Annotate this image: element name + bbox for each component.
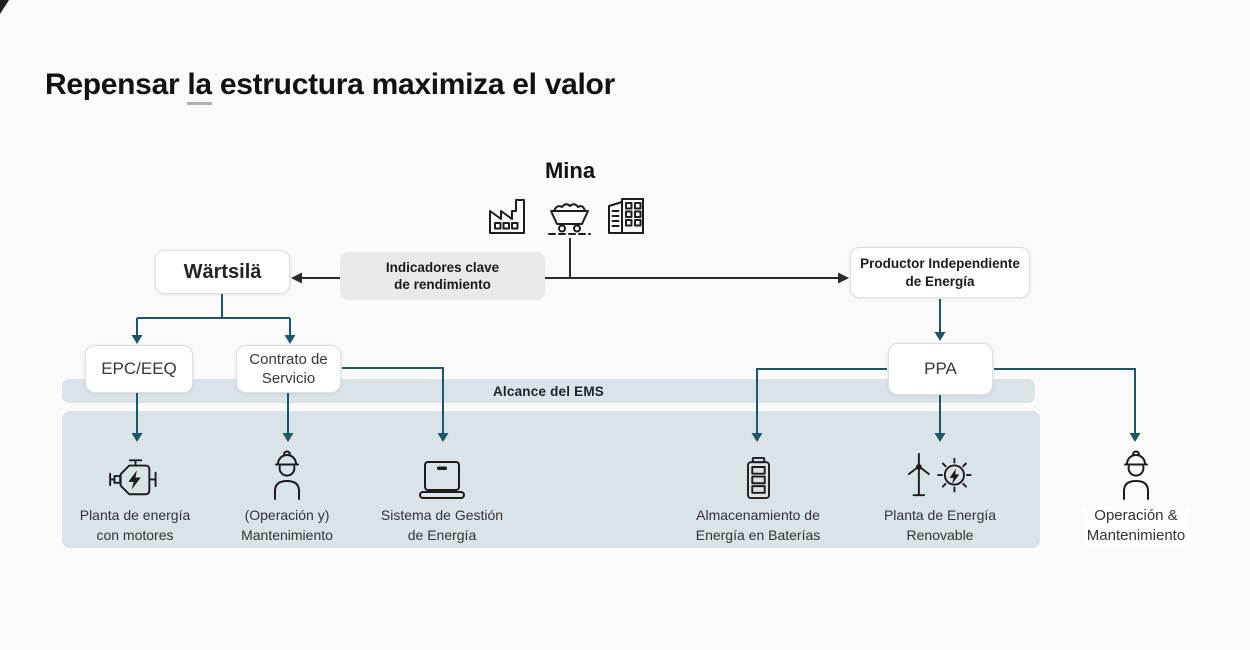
mina-title: Mina: [544, 158, 596, 183]
kpi-line1: Indicadores clave: [385, 259, 500, 275]
wartsila-box: Wärtsilä: [155, 250, 290, 294]
ipp-line2: de Energía: [905, 273, 975, 289]
item-label: Planta de Energía Renovable: [883, 507, 997, 543]
item-operation-maintenance: (Operación y) Mantenimiento: [192, 446, 382, 545]
corner-mark: [0, 0, 9, 14]
title-part1: Repensar: [45, 68, 188, 101]
page-title: Repensar la estructura maximiza el valor: [45, 68, 615, 105]
kpi-box: Indicadores clave de rendimiento: [340, 252, 545, 300]
service-line2: Servicio: [261, 370, 316, 387]
mine-cart-icon: [548, 203, 591, 235]
ems-assets-band: [62, 411, 1040, 548]
service-contract-box: Contrato de Servicio: [236, 345, 341, 393]
item-label: Operación & Mantenimiento: [1082, 506, 1190, 545]
ems-scope-label: Alcance del EMS: [492, 383, 605, 399]
title-part3: estructura maximiza el valor: [211, 68, 615, 101]
ppa-box: PPA: [888, 343, 993, 395]
item-engine-plant: Planta de energía con motores: [40, 446, 230, 545]
title-underlined-word: la: [187, 68, 212, 105]
epc-label: EPC/EEQ: [101, 359, 177, 378]
building-icon: [608, 198, 644, 234]
item-label: Planta de energía con motores: [79, 507, 191, 543]
item-operation-maintenance-right: Operación & Mantenimiento: [1041, 446, 1231, 545]
worker-icon: [1114, 446, 1158, 500]
item-label: (Operación y) Mantenimiento: [241, 507, 333, 543]
item-label: Sistema de Gestión de Energía: [380, 507, 504, 543]
independent-producer-box: Productor Independiente de Energía: [850, 247, 1030, 298]
engine-plant-icon: [108, 446, 162, 500]
worker-icon: [265, 446, 309, 500]
item-battery-storage: Almacenamiento de Energía en Baterías: [663, 446, 853, 545]
item-renewable-plant: Planta de Energía Renovable: [845, 446, 1035, 545]
service-line1: Contrato de: [249, 351, 328, 368]
laptop-icon: [418, 446, 466, 500]
item-energy-management-system: Sistema de Gestión de Energía: [347, 446, 537, 545]
battery-icon: [743, 446, 774, 500]
factory-icon: [489, 199, 525, 234]
item-label: Almacenamiento de Energía en Baterías: [695, 507, 821, 543]
ppa-label: PPA: [924, 359, 957, 378]
kpi-line2: de rendimiento: [394, 277, 491, 292]
wartsila-label: Wärtsilä: [183, 260, 262, 283]
epc-eeq-box: EPC/EEQ: [85, 345, 193, 393]
renewable-plant-icon: [903, 446, 977, 500]
ipp-line1: Productor Independiente: [860, 256, 1020, 271]
